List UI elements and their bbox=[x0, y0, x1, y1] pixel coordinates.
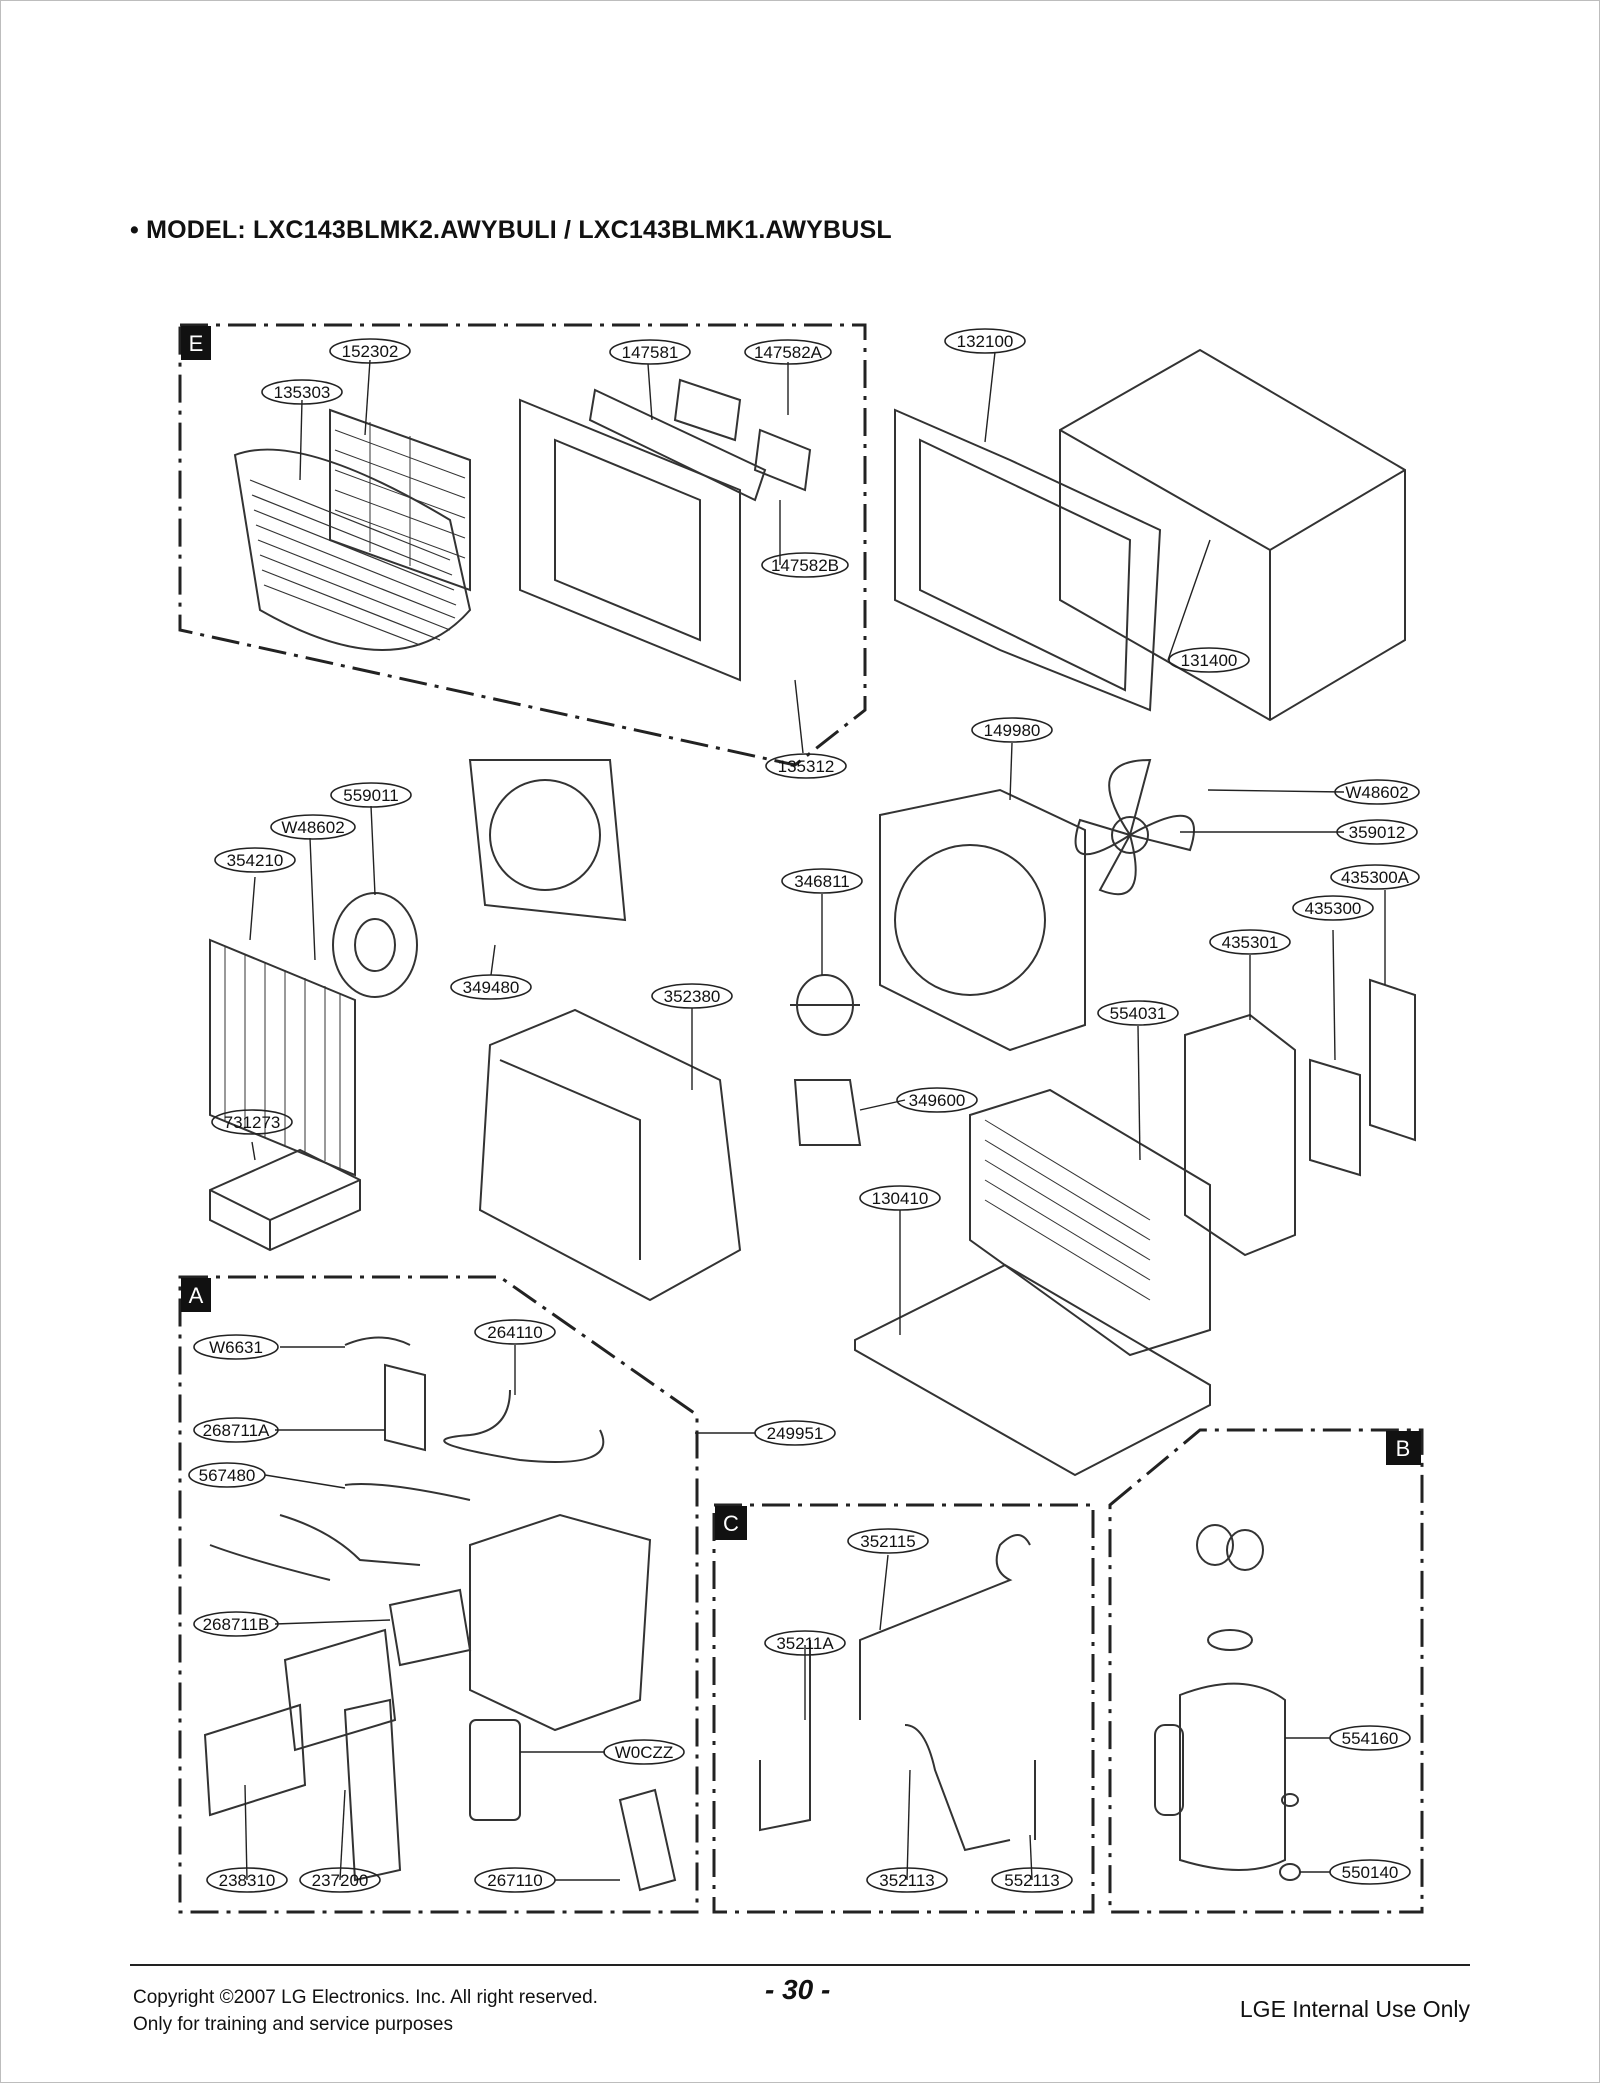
part-label-435300: 435300 bbox=[1305, 899, 1362, 918]
part-label-w6631: W6631 bbox=[209, 1338, 263, 1357]
internal-use-note: LGE Internal Use Only bbox=[1239, 1996, 1470, 2022]
pcb-264110-drawing bbox=[384, 1363, 426, 1452]
part-label-559011: 559011 bbox=[343, 786, 398, 805]
harness-567480-drawing bbox=[344, 1483, 471, 1501]
gasket-drawing bbox=[1207, 1629, 1253, 1651]
section-e-label: E bbox=[189, 331, 204, 356]
section-c-frame bbox=[712, 1503, 1095, 1914]
side-louver-drawing bbox=[1309, 1058, 1361, 1177]
cabinet-drawing bbox=[1059, 348, 1406, 722]
louver-drawing bbox=[588, 388, 767, 502]
part-label-249951: 249951 bbox=[767, 1424, 824, 1443]
footer-divider bbox=[130, 1964, 1470, 1966]
part-label-147581: 147581 bbox=[622, 343, 679, 362]
part-label-352380: 352380 bbox=[664, 987, 721, 1006]
packing-box-drawing bbox=[209, 1148, 361, 1252]
part-label-132100: 132100 bbox=[957, 332, 1014, 351]
part-label-731273: 731273 bbox=[224, 1113, 281, 1132]
air-filter-drawing bbox=[329, 408, 471, 592]
footer-copyright: Copyright ©2007 LG Electronics. Inc. All… bbox=[133, 1984, 598, 2038]
bracket-237200-drawing bbox=[343, 1698, 402, 1882]
air-guide-drawing bbox=[478, 1008, 742, 1302]
side-frame-drawing bbox=[894, 408, 1162, 712]
part-label-152302: 152302 bbox=[342, 342, 399, 361]
part-label-359012: 359012 bbox=[1349, 823, 1406, 842]
capillary-drawing bbox=[904, 1724, 1011, 1852]
fan-blade-drawing bbox=[1074, 758, 1195, 896]
part-label-349480: 349480 bbox=[463, 978, 520, 997]
part-label-567480: 567480 bbox=[199, 1466, 256, 1485]
section-b-frame bbox=[1108, 1428, 1424, 1914]
part-label-435301: 435301 bbox=[1222, 933, 1279, 952]
discharge-pipe-drawing bbox=[859, 1534, 1031, 1720]
control-panel-drawing bbox=[283, 1628, 397, 1752]
shroud-drawing bbox=[879, 788, 1086, 1052]
part-label-352113: 352113 bbox=[879, 1871, 934, 1890]
part-label-135303: 135303 bbox=[274, 383, 331, 402]
suction-pipe-drawing bbox=[759, 1640, 811, 1832]
condenser-guard-drawing bbox=[1184, 1013, 1296, 1257]
part-label-w0czz: W0CZZ bbox=[615, 1743, 674, 1762]
part-label-354210: 354210 bbox=[227, 851, 284, 870]
part-label-237200: 237200 bbox=[312, 1871, 369, 1890]
part-label-435300a: 435300A bbox=[1341, 868, 1410, 887]
display-238310-drawing bbox=[203, 1703, 307, 1817]
panel-435300a-drawing bbox=[1369, 978, 1416, 1142]
base-pan-drawing bbox=[854, 1263, 1211, 1477]
part-label-554031: 554031 bbox=[1110, 1004, 1167, 1023]
part-label-135312: 135312 bbox=[778, 757, 835, 776]
part-label-131400: 131400 bbox=[1181, 651, 1238, 670]
part-label-346811: 346811 bbox=[794, 872, 849, 891]
section-b-label: B bbox=[1396, 1436, 1411, 1461]
part-label-550140: 550140 bbox=[1342, 1863, 1399, 1882]
part-label-130410: 130410 bbox=[872, 1189, 929, 1208]
motor-bracket-drawing bbox=[793, 1079, 862, 1146]
power-cord-drawing bbox=[443, 1389, 605, 1463]
remote-drawing bbox=[618, 1788, 677, 1892]
accumulator-drawing bbox=[1154, 1724, 1184, 1816]
section-e-frame bbox=[178, 323, 867, 767]
part-label-352115: 352115 bbox=[860, 1532, 915, 1551]
section-a-label: A bbox=[189, 1283, 204, 1308]
part-label-552113: 552113 bbox=[1004, 1871, 1059, 1890]
evaporator-drawing bbox=[209, 938, 356, 1177]
front-panel-drawing bbox=[519, 398, 741, 682]
capacitor-drawing bbox=[469, 1719, 521, 1821]
part-label-147582b: 147582B bbox=[771, 556, 839, 575]
part-label-264110: 264110 bbox=[487, 1323, 542, 1342]
part-label-w48602-a: W48602 bbox=[281, 818, 344, 837]
model-title: • MODEL: LXC143BLMK2.AWYBULI / LXC143BLM… bbox=[130, 216, 892, 244]
part-label-147582a: 147582A bbox=[754, 343, 823, 362]
page-number: - 30 - bbox=[765, 1974, 831, 2005]
harness-drawing bbox=[279, 1514, 421, 1566]
grommet-550140-drawing bbox=[1279, 1863, 1301, 1881]
section-a-frame bbox=[178, 1275, 699, 1914]
part-label-268711a: 268711A bbox=[203, 1421, 270, 1440]
compressor-drawing bbox=[1179, 1682, 1286, 1871]
section-c-label: C bbox=[723, 1511, 739, 1536]
part-label-149980: 149980 bbox=[984, 721, 1041, 740]
orifice-drawing bbox=[468, 759, 627, 922]
pcb-268711b-drawing bbox=[388, 1588, 472, 1667]
control-box-drawing bbox=[469, 1513, 652, 1732]
wire-w6631-drawing bbox=[344, 1336, 411, 1346]
part-label-349600: 349600 bbox=[909, 1091, 966, 1110]
condenser-drawing bbox=[969, 1088, 1211, 1357]
part-label-238310: 238310 bbox=[219, 1871, 276, 1890]
front-grille-drawing bbox=[233, 448, 472, 651]
blower-wheel-drawing bbox=[332, 892, 418, 998]
copyright-text: Copyright ©2007 LG Electronics. Inc. All… bbox=[133, 1987, 598, 2008]
terminal-cover-drawing bbox=[1196, 1524, 1234, 1566]
part-label-268711b: 268711B bbox=[203, 1615, 270, 1634]
part-label-35211a: 35211A bbox=[776, 1634, 834, 1653]
part-label-554160: 554160 bbox=[1342, 1729, 1399, 1748]
part-label-w48602-b: W48602 bbox=[1345, 783, 1408, 802]
training-text: Only for training and service purposes bbox=[133, 2014, 453, 2035]
part-label-267110: 267110 bbox=[487, 1871, 542, 1890]
